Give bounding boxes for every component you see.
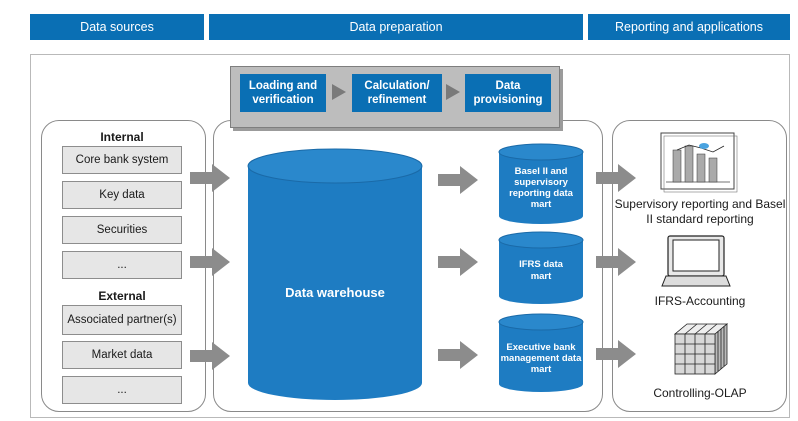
data-mart-cylinder-icon: [498, 231, 584, 304]
process-step-calculation: Calculation/ refinement: [352, 74, 442, 112]
flow-arrow-icon: [596, 248, 636, 276]
source-key-data: Key data: [62, 181, 182, 209]
flow-arrow-icon: [190, 248, 230, 276]
flow-arrow-icon: [596, 340, 636, 368]
external-heading: External: [98, 289, 146, 303]
internal-heading: Internal: [100, 130, 144, 144]
process-arrow-icon: [332, 84, 346, 100]
process-arrow-icon: [446, 84, 460, 100]
output-ifrs-accounting: IFRS-Accounting: [654, 294, 746, 308]
report-chart-icon: [660, 132, 738, 193]
data-mart-cylinder-icon: [498, 143, 584, 224]
data-mart-basel-label: Basel II and supervisory reporting data …: [509, 166, 573, 210]
flow-arrow-icon: [438, 248, 478, 276]
monitor-icon: [661, 235, 731, 287]
process-step-provisioning: Data provisioning: [465, 74, 551, 112]
flow-arrow-icon: [596, 164, 636, 192]
data-warehouse-label: Data warehouse: [285, 284, 385, 300]
source-internal-more: ...: [62, 251, 182, 279]
olap-cube-icon: [673, 323, 729, 375]
header-reporting: Reporting and applications: [588, 14, 790, 40]
source-associated-partners: Associated partner(s): [62, 305, 182, 335]
output-controlling-olap: Controlling-OLAP: [653, 386, 747, 400]
source-market-data: Market data: [62, 341, 182, 369]
flow-arrow-icon: [438, 166, 478, 194]
process-step-loading: Loading and verification: [240, 74, 326, 112]
data-warehouse-cylinder-icon: [247, 148, 423, 400]
data-mart-executive-label: Executive bank management data mart: [500, 341, 582, 375]
header-data-preparation: Data preparation: [209, 14, 583, 40]
flow-arrow-icon: [190, 164, 230, 192]
flow-arrow-icon: [190, 342, 230, 370]
output-supervisory-reporting: Supervisory reporting and Basel II stand…: [614, 197, 786, 226]
source-securities: Securities: [62, 216, 182, 244]
data-mart-cylinder-icon: [498, 313, 584, 392]
data-mart-ifrs-label: IFRS data mart: [519, 259, 563, 282]
flow-arrow-icon: [438, 341, 478, 369]
source-external-more: ...: [62, 376, 182, 404]
header-data-sources: Data sources: [30, 14, 204, 40]
source-core-bank-system: Core bank system: [62, 146, 182, 174]
